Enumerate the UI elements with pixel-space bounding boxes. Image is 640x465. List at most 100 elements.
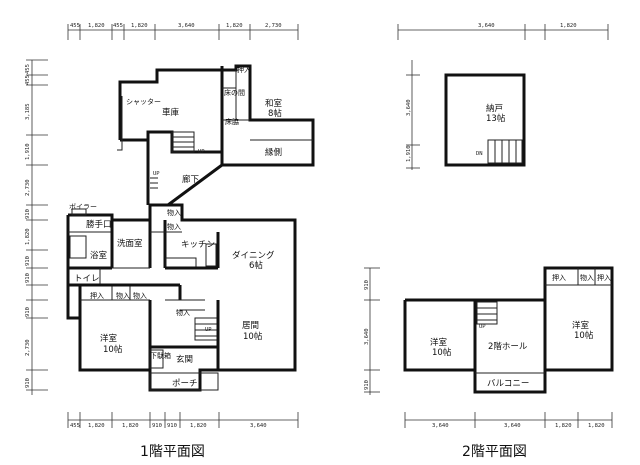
western-label: 洋室 <box>100 333 118 344</box>
f2-storage-c: 押入 <box>597 273 611 282</box>
nando-label: 納戸 <box>486 103 503 114</box>
floor1-stairs-lower <box>194 317 218 341</box>
getabako-label: 下駄箱 <box>150 351 171 360</box>
f2-dim-bottom-4: 1,820 <box>588 423 605 429</box>
floor2-bottom-dimensions: 3,640 3,640 1,820 1,820 <box>404 412 613 429</box>
kitchen-label: キッチン <box>181 240 215 250</box>
dim-left-5: 2,730 <box>25 179 31 196</box>
living-label: 居間 <box>242 321 259 331</box>
boiler-label: ボイラー <box>69 203 97 211</box>
dim-bottom-7: 3,640 <box>250 423 267 429</box>
floor1-storage-a: 物入 <box>167 208 181 217</box>
hallway-label: 廊下 <box>182 174 200 185</box>
tokowaki-label: 床脇 <box>225 117 239 126</box>
dim-bottom-2: 1,820 <box>88 423 105 429</box>
dim-bottom-6: 1,820 <box>190 423 207 429</box>
engawa-label: 縁側 <box>265 147 282 158</box>
living-size: 10帖 <box>243 331 263 342</box>
dining-size: 6帖 <box>249 260 263 271</box>
dim-left-7: 1,820 <box>25 228 31 245</box>
f2-dim-bottom-1: 3,640 <box>432 423 449 429</box>
f2-dim-top-2: 1,820 <box>560 23 577 29</box>
porch-area <box>149 372 219 391</box>
kitchen-fridge <box>205 243 217 267</box>
floor2-stairs-hall <box>476 301 498 325</box>
western-l-label: 洋室 <box>430 337 448 348</box>
floor1-main-body: ボイラー 勝手口 浴室 洗面室 トイレ 押入 物入 物入 <box>66 203 297 392</box>
nando-size: 13帖 <box>486 113 506 124</box>
f2-storage-a: 押入 <box>552 273 566 282</box>
floor1-storage-b: 物入 <box>167 222 181 231</box>
dim-left-6: 910 <box>25 209 31 219</box>
floor1-stairs-upper <box>171 131 195 153</box>
f2-dim-left-4: 3,640 <box>364 328 370 345</box>
floor2-lower-block: 押入 物入 押入 UP 洋室 10帖 2階ホール 洋室 10帖 バルコニー <box>403 266 614 394</box>
f2-storage-b: 物入 <box>580 273 594 282</box>
dim-top-2: 1,820 <box>88 23 105 29</box>
dim-top-6: 1,820 <box>226 23 243 29</box>
f2-dim-top-1: 3,640 <box>478 23 495 29</box>
floor2-top-dimensions: 3,640 1,820 <box>397 23 609 40</box>
f2-dim-bottom-3: 1,820 <box>555 423 572 429</box>
dim-left-11: 2,730 <box>25 339 31 356</box>
floor1-storage-c: 押入 <box>90 291 104 300</box>
floor1-storage-d: 物入 <box>116 291 130 300</box>
floor1-storage-e: 物入 <box>133 291 147 300</box>
dim-left-12: 910 <box>25 378 31 388</box>
oshiire-label: 押入 <box>237 65 251 74</box>
dim-left-4: 1,910 <box>25 143 31 160</box>
western-r-label: 洋室 <box>572 320 590 331</box>
nando-dn-label: DN <box>476 151 483 157</box>
dim-left-1: 455 <box>25 64 31 74</box>
dim-top-4: 1,820 <box>131 23 148 29</box>
up-label-1: UP <box>198 149 205 155</box>
dim-bottom-1: 455 <box>70 423 80 429</box>
dim-left-3: 3,185 <box>25 103 31 120</box>
floor1-hallway: 廊下 UP <box>146 140 223 207</box>
tokonoma-label: 床の間 <box>224 88 245 97</box>
dim-top-5: 3,640 <box>178 23 195 29</box>
genkan-label: 玄関 <box>176 354 193 365</box>
dim-top-1: 455 <box>70 23 80 29</box>
floor2-nando-block: 納戸 13帖 DN <box>444 73 526 167</box>
toilet-label: トイレ <box>74 274 100 284</box>
porch-label: ポーチ <box>172 379 198 389</box>
garage-label: 車庫 <box>162 107 180 118</box>
getabako <box>149 349 164 369</box>
western-l-size: 10帖 <box>432 347 452 358</box>
dim-top-7: 2,730 <box>265 23 282 29</box>
f2-dim-left-3: 910 <box>364 280 370 290</box>
hall-up-label: UP <box>479 324 486 330</box>
hall-label: 2階ホール <box>488 341 528 352</box>
floor1-caption: 1階平面図 <box>140 444 205 460</box>
f2-dim-bottom-2: 3,640 <box>504 423 521 429</box>
up-label-2: UP <box>153 171 160 177</box>
floor1-upper-wing: シャッター 車庫 押入 床の間 床脇 和室 8帖 縁側 UP <box>117 64 315 167</box>
f2-dim-left-5: 910 <box>364 380 370 390</box>
floor1-storage-f: 物入 <box>176 308 190 317</box>
dim-bottom-3: 1,820 <box>122 423 139 429</box>
shutter-label: シャッター <box>126 97 161 106</box>
western-size: 10帖 <box>103 344 123 355</box>
dim-bottom-5: 910 <box>167 423 177 429</box>
floor1-plan: 455 1,820 455 1,820 3,640 1,820 2,730 <box>25 23 315 460</box>
western-r-size: 10帖 <box>574 330 594 341</box>
balcony-label: バルコニー <box>487 379 529 389</box>
up-label-3: UP <box>205 327 212 333</box>
dim-left-10: 910 <box>25 307 31 317</box>
dim-bottom-4: 910 <box>152 423 162 429</box>
floor2-left-dimensions-top: 3,640 1,910 <box>406 60 420 170</box>
dining-label: ダイニング <box>232 250 275 261</box>
floor2-left-dimensions-bottom: 910 3,640 910 <box>364 267 380 395</box>
floor2-caption: 2階平面図 <box>462 444 527 460</box>
floor2-stairs-nando <box>487 139 523 164</box>
floor1-left-dimensions: 455 455 3,185 1,910 2,730 910 1,820 910 … <box>25 59 48 395</box>
floor1-top-dimensions: 455 1,820 455 1,820 3,640 1,820 2,730 <box>67 23 299 40</box>
senmen-label: 洗面室 <box>117 238 143 249</box>
dim-left-2: 455 <box>25 75 31 85</box>
dim-left-8: 910 <box>25 256 31 266</box>
bathtub <box>69 235 87 259</box>
floor1-bottom-dimensions: 455 1,820 1,820 910 910 1,820 3,640 <box>67 412 299 429</box>
f2-dim-left-1: 3,640 <box>406 99 412 116</box>
